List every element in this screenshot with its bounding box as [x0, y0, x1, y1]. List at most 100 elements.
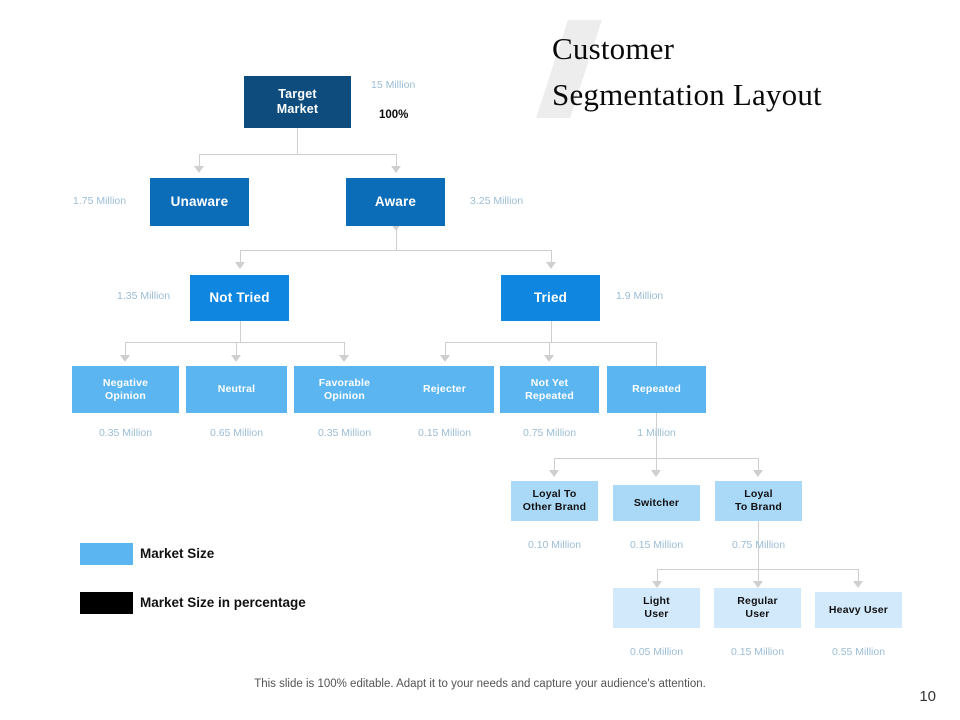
- node-regular-user[interactable]: Regular User: [714, 588, 801, 628]
- node-favorable-opinion[interactable]: Favorable Opinion: [294, 366, 395, 413]
- value-not-yet-repeated: 0.75 Million: [522, 427, 577, 439]
- connector-target-down: [297, 128, 298, 154]
- value-loyal-to-brand: 0.75 Million: [731, 539, 786, 551]
- node-negative-opinion-label-1: Negative: [102, 376, 149, 389]
- node-neutral-label: Neutral: [217, 383, 256, 396]
- arrow-to-tried: [546, 262, 556, 269]
- node-loyal-to-other-brand-label-2: Other Brand: [522, 501, 587, 513]
- connector-to-tried: [551, 250, 552, 264]
- legend-swatch-market-size: [80, 543, 133, 565]
- page-number: 10: [919, 688, 936, 705]
- arrow-to-regular-user: [753, 581, 763, 588]
- node-loyal-to-brand[interactable]: Loyal To Brand: [715, 481, 802, 521]
- node-repeated[interactable]: Repeated: [607, 366, 706, 413]
- connector-to-regular-user: [758, 569, 759, 583]
- footer-note: This slide is 100% editable. Adapt it to…: [254, 678, 706, 690]
- arrow-to-switcher: [651, 470, 661, 477]
- arrow-to-loyal-other-brand: [549, 470, 559, 477]
- node-not-yet-repeated-label-2: Repeated: [525, 389, 574, 402]
- connector-not-tried-split: [125, 342, 345, 343]
- node-loyal-to-brand-label-1: Loyal: [744, 488, 773, 501]
- value-loyal-to-other-brand: 0.10 Million: [527, 539, 582, 551]
- value-favorable-opinion: 0.35 Million: [317, 427, 372, 439]
- value-heavy-user: 0.55 Million: [831, 646, 886, 658]
- value-negative-opinion: 0.35 Million: [98, 427, 153, 439]
- connector-to-loyal-other-brand: [554, 458, 555, 472]
- connector-to-neutral: [236, 342, 237, 356]
- node-tried-label: Tried: [533, 289, 568, 305]
- page-title-line-2: Segmentation Layout: [552, 77, 822, 112]
- value-not-tried: 1.35 Million: [117, 290, 171, 302]
- node-not-tried-label: Not Tried: [209, 289, 270, 305]
- node-unaware[interactable]: Unaware: [150, 178, 249, 226]
- connector-target-split: [199, 154, 397, 155]
- arrow-to-heavy-user: [853, 581, 863, 588]
- value-repeated: 1 Million: [637, 427, 676, 439]
- arrow-to-favorable-opinion: [339, 355, 349, 362]
- value-regular-user: 0.15 Million: [730, 646, 785, 658]
- connector-to-aware: [396, 154, 397, 168]
- node-aware-label: Aware: [374, 193, 417, 209]
- node-negative-opinion[interactable]: Negative Opinion: [72, 366, 179, 413]
- node-not-tried[interactable]: Not Tried: [190, 275, 289, 321]
- connector-to-loyal-to-brand: [758, 458, 759, 472]
- node-loyal-to-other-brand[interactable]: Loyal To Other Brand: [511, 481, 598, 521]
- node-rejecter-label: Rejecter: [422, 383, 467, 396]
- arrow-to-not-tried: [235, 262, 245, 269]
- node-not-yet-repeated-label-1: Not Yet: [530, 376, 569, 389]
- connector-aware-down: [396, 226, 397, 250]
- arrow-to-light-user: [652, 581, 662, 588]
- node-light-user-label-1: Light: [643, 595, 670, 608]
- node-negative-opinion-label-2: Opinion: [104, 389, 147, 402]
- node-loyal-to-brand-label-2: To Brand: [735, 501, 782, 513]
- connector-to-repeated: [656, 342, 657, 366]
- node-heavy-user-label: Heavy User: [828, 603, 889, 616]
- arrow-aware-down: [391, 224, 401, 231]
- node-not-yet-repeated[interactable]: Not Yet Repeated: [500, 366, 599, 413]
- connector-tried-split: [445, 342, 656, 343]
- legend-label-market-size-percentage: Market Size in percentage: [140, 595, 306, 610]
- legend-label-market-size: Market Size: [140, 546, 215, 561]
- node-favorable-opinion-label-2: Opinion: [323, 389, 366, 402]
- value-target-market-percentage: 100%: [379, 109, 409, 121]
- node-regular-user-label-1: Regular: [737, 595, 778, 608]
- arrow-to-rejecter: [440, 355, 450, 362]
- connector-to-rejecter: [445, 342, 446, 356]
- node-light-user[interactable]: Light User: [613, 588, 700, 628]
- node-loyal-to-other-brand-label-1: Loyal To: [532, 488, 577, 501]
- page-title-line-1: Customer: [552, 31, 675, 66]
- value-rejecter: 0.15 Million: [417, 427, 472, 439]
- page-title: Customer Segmentation Layout: [552, 26, 944, 118]
- value-unaware: 1.75 Million: [73, 195, 127, 207]
- node-target-market-label-1: Target: [278, 86, 317, 101]
- node-tried[interactable]: Tried: [501, 275, 600, 321]
- connector-to-unaware: [199, 154, 200, 168]
- node-repeated-label: Repeated: [632, 383, 681, 396]
- connector-to-heavy-user: [858, 569, 859, 583]
- node-aware[interactable]: Aware: [346, 178, 445, 226]
- connector-to-favorable-opinion: [344, 342, 345, 356]
- legend-swatch-market-size-percentage: [80, 592, 133, 614]
- connector-to-negative-opinion: [125, 342, 126, 356]
- value-tried: 1.9 Million: [616, 290, 664, 302]
- connector-not-tried-down: [240, 321, 241, 342]
- value-light-user: 0.05 Million: [629, 646, 684, 658]
- value-aware: 3.25 Million: [470, 195, 524, 207]
- arrow-to-loyal-to-brand: [753, 470, 763, 477]
- connector-loyal-brand-down: [758, 521, 759, 569]
- node-regular-user-label-2: User: [745, 608, 770, 620]
- arrow-to-aware: [391, 166, 401, 173]
- arrow-to-unaware: [194, 166, 204, 173]
- node-switcher[interactable]: Switcher: [613, 485, 700, 521]
- node-heavy-user[interactable]: Heavy User: [815, 592, 902, 628]
- value-switcher: 0.15 Million: [629, 539, 684, 551]
- node-rejecter[interactable]: Rejecter: [395, 366, 494, 413]
- node-favorable-opinion-label-1: Favorable: [318, 376, 371, 389]
- arrow-to-neutral: [231, 355, 241, 362]
- node-neutral[interactable]: Neutral: [186, 366, 287, 413]
- node-target-market[interactable]: Target Market: [244, 76, 351, 128]
- connector-to-light-user: [657, 569, 658, 583]
- arrow-to-negative-opinion: [120, 355, 130, 362]
- node-switcher-label: Switcher: [633, 496, 680, 509]
- connector-repeated-down: [656, 413, 657, 458]
